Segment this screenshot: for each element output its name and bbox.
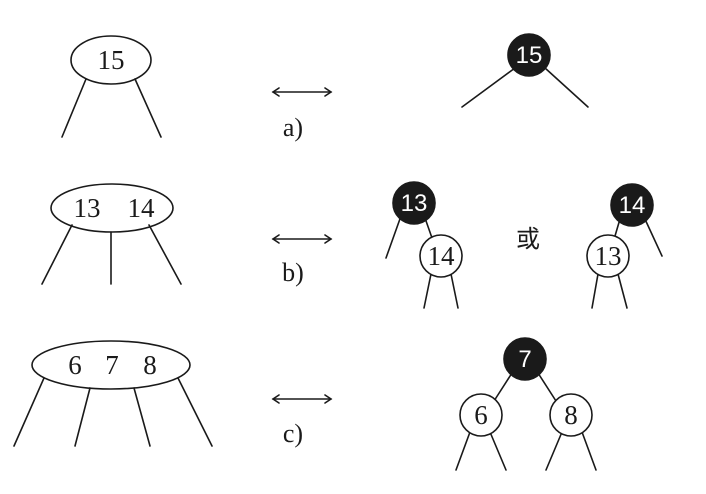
row-b-key-14: 14 bbox=[128, 193, 156, 223]
row-c-key-8: 8 bbox=[143, 350, 157, 380]
row-c-rb-left-red-node bbox=[459, 393, 503, 437]
row-c: 6 7 8 c) 7 6 8 bbox=[13, 337, 597, 471]
row-c-label: c) bbox=[283, 419, 303, 448]
row-a-rb-root-key: 15 bbox=[516, 42, 543, 69]
row-b-or-text: 或 bbox=[516, 225, 540, 253]
row-c-key-6: 6 bbox=[68, 350, 82, 380]
row-b-arrow-head-right bbox=[324, 234, 333, 244]
row-c-rb-8-edge-right bbox=[581, 431, 597, 471]
row-b-rb2-child-edge-right bbox=[617, 273, 628, 309]
row-c-key-7: 7 bbox=[105, 350, 119, 380]
row-a-rb-edge-right bbox=[544, 67, 589, 108]
row-b-red-black-tree-2: 14 13 bbox=[586, 183, 663, 309]
row-c-rb-8-edge-left bbox=[545, 431, 563, 471]
row-a-2-node-edge-right bbox=[134, 78, 162, 138]
row-c-4-node-edge-1 bbox=[13, 377, 45, 447]
row-b-rb2-child-edge-left bbox=[591, 273, 599, 309]
row-c-arrow-head-left bbox=[271, 394, 280, 404]
row-b-key-13: 13 bbox=[74, 193, 101, 223]
row-c-4-node: 6 7 8 bbox=[13, 340, 213, 447]
row-b-red-black-tree-1: 13 14 bbox=[385, 181, 463, 309]
row-b-rb1-root-edge-left bbox=[385, 215, 402, 259]
row-b-rb1-child-edge-right bbox=[450, 273, 459, 309]
row-b-rb2-root-edge-right bbox=[643, 216, 663, 257]
row-a-2-node-ellipse bbox=[70, 35, 152, 85]
row-b-3-node-edge-left bbox=[41, 224, 73, 285]
row-b-rb2-root-black-node bbox=[610, 183, 654, 227]
row-a: 15 a) 15 bbox=[61, 33, 589, 142]
row-c-4-node-ellipse bbox=[31, 340, 191, 390]
row-b-rb1-root-black-node bbox=[392, 181, 436, 225]
row-a-2-node: 15 bbox=[61, 35, 162, 138]
row-b-rb2-child-key: 13 bbox=[595, 241, 622, 271]
row-a-2-node-edge-left bbox=[61, 78, 87, 138]
row-c-rb-right-key: 8 bbox=[564, 400, 578, 430]
row-c-4-node-edge-4 bbox=[177, 377, 213, 447]
row-c-rb-right-red-node bbox=[549, 393, 593, 437]
row-b-rb1-child-edge-left bbox=[423, 273, 432, 309]
row-b-label: b) bbox=[282, 258, 304, 287]
row-c-rb-6-edge-right bbox=[489, 431, 507, 471]
row-b-rb1-root-key: 13 bbox=[401, 190, 428, 217]
row-a-rb-edge-left bbox=[461, 67, 516, 108]
row-c-rb-link-to-6 bbox=[493, 372, 513, 402]
row-b: 13 14 b) 13 14 或 bbox=[41, 181, 663, 309]
row-a-arrow bbox=[271, 87, 333, 97]
row-b-arrow-head-left bbox=[271, 234, 280, 244]
row-b-rb1-link-to-14 bbox=[424, 217, 433, 239]
row-b-rb1-child-key: 14 bbox=[428, 241, 456, 271]
row-b-rb2-child-red-node bbox=[586, 234, 630, 278]
row-c-4-node-edge-2 bbox=[74, 387, 91, 447]
row-b-3-node-ellipse bbox=[50, 183, 174, 233]
row-b-3-node-edge-right bbox=[148, 224, 182, 285]
row-b-rb1-child-red-node bbox=[419, 234, 463, 278]
row-a-label: a) bbox=[283, 113, 303, 142]
row-b-rb2-root-key: 14 bbox=[619, 192, 646, 219]
row-a-rb-root-black-node bbox=[507, 33, 551, 77]
row-c-rb-6-edge-left bbox=[455, 431, 471, 471]
row-c-red-black-tree: 7 6 8 bbox=[455, 337, 597, 471]
row-a-key-15: 15 bbox=[98, 45, 125, 75]
row-b-arrow bbox=[271, 234, 333, 244]
row-c-rb-link-to-8 bbox=[537, 372, 557, 402]
row-c-arrow-head-right bbox=[324, 394, 333, 404]
row-c-rb-root-key: 7 bbox=[518, 346, 531, 373]
row-a-red-black-tree: 15 bbox=[461, 33, 589, 108]
row-c-rb-root-black-node bbox=[503, 337, 547, 381]
row-c-rb-left-key: 6 bbox=[474, 400, 488, 430]
row-b-3-node: 13 14 bbox=[41, 183, 182, 285]
row-c-4-node-edge-3 bbox=[133, 387, 151, 447]
row-c-arrow bbox=[271, 394, 333, 404]
row-a-arrow-head-left bbox=[271, 87, 280, 97]
row-a-arrow-head-right bbox=[324, 87, 333, 97]
